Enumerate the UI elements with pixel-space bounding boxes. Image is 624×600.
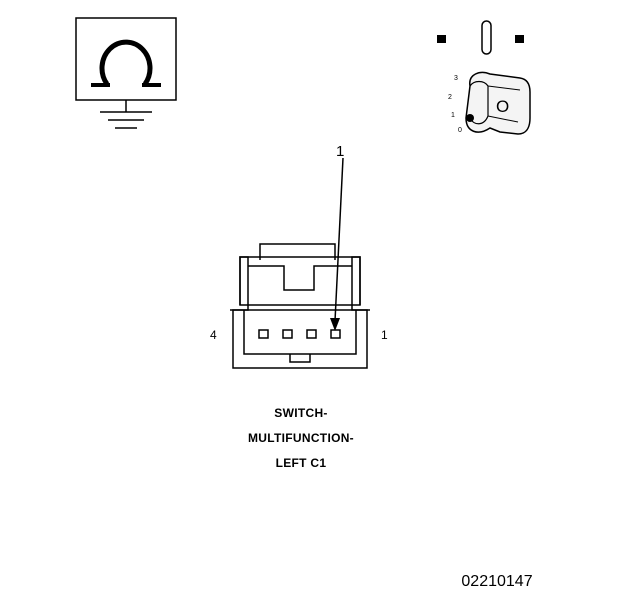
key-position-1: 1	[451, 112, 455, 119]
connector-body	[230, 243, 370, 369]
caption-line-1: SWITCH-	[274, 406, 327, 420]
pin-cavity-3	[282, 329, 293, 339]
pin-cavity-1	[330, 329, 341, 339]
figure-code: 02210147	[461, 573, 532, 590]
caption-line-2: MULTIFUNCTION-	[248, 431, 354, 445]
caption-line-3: LEFT C1	[276, 456, 327, 470]
ignition-key-icon: 3 2 1 0 O	[437, 20, 531, 135]
key-letter: O	[496, 97, 509, 116]
ohm-ground-icon	[75, 17, 177, 129]
callout-number: 1	[336, 143, 344, 160]
key-position-2: 2	[448, 94, 452, 101]
pin-cavity-2	[306, 329, 317, 339]
key-position-3: 3	[454, 75, 458, 82]
pin-cavity-4	[258, 329, 269, 339]
key-position-0: 0	[458, 127, 462, 134]
pin-label-right: 1	[381, 328, 388, 342]
connector-pins	[258, 329, 341, 339]
pin-label-left: 4	[210, 328, 217, 342]
callout-leader	[330, 157, 344, 331]
